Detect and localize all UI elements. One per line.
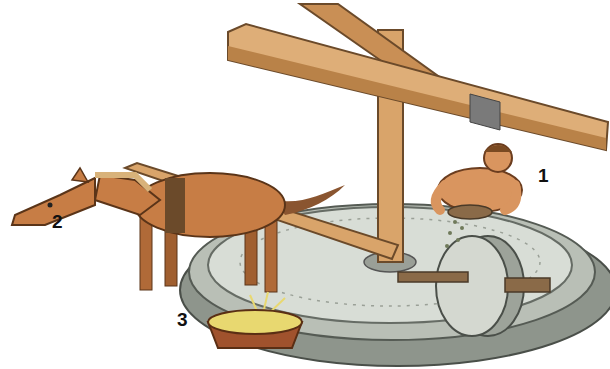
horse-body [135, 173, 285, 237]
flour-basket [208, 292, 302, 348]
callout-number: 3 [177, 310, 188, 329]
worker [436, 144, 522, 248]
horse [12, 168, 345, 292]
worker-arm [436, 185, 445, 210]
callout-number: 2 [52, 212, 63, 231]
wooden-frame [125, 4, 608, 262]
iron-band [470, 94, 500, 130]
grain [460, 226, 464, 230]
grain [448, 231, 452, 235]
horse-neck [95, 175, 160, 215]
worker-hair [484, 145, 512, 152]
falling-grain [445, 220, 464, 248]
worker-arm [505, 185, 516, 210]
harness-strap [165, 178, 185, 233]
grain [453, 220, 457, 224]
horse-tail [275, 185, 345, 215]
grain [445, 244, 449, 248]
flour-surface [208, 310, 302, 334]
runner-stone-face [436, 236, 508, 336]
grain [456, 238, 460, 242]
axle [505, 278, 550, 292]
horse-ear [72, 168, 88, 182]
grain-scoop [448, 205, 492, 219]
callout-number: 1 [538, 166, 549, 185]
horse-leg [140, 215, 152, 290]
worker-head [484, 144, 512, 172]
horse-mane [95, 175, 150, 190]
horse-eye [48, 203, 53, 208]
crossbeam [228, 24, 608, 150]
runner-stone [398, 236, 550, 336]
crossbeam-side [228, 46, 606, 150]
axle-inner [398, 272, 468, 282]
